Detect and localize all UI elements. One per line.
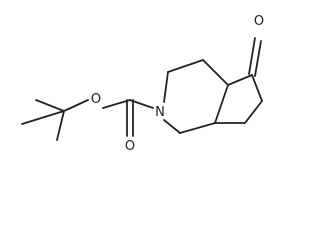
molecule-svg: O N O O (21, 14, 264, 154)
bond-quaternary-c-methyl-left (21, 110, 65, 125)
ketone-double-bond-b (254, 40, 262, 77)
bond-c4-c3 (167, 59, 204, 73)
bond-n-c1 (163, 119, 181, 134)
bond-c3-n (163, 71, 169, 103)
bond-ester-o-quaternary-c (63, 99, 89, 112)
cyclopentanone-ring (214, 74, 263, 124)
bond-c4a-c5 (227, 74, 253, 86)
ketone-double-bond-a (248, 37, 256, 75)
structure-diagram: O N O O (21, 14, 264, 154)
boc-group: O O (21, 92, 154, 154)
piperidine-ring (163, 59, 229, 134)
bond-quaternary-c-methyl-down (56, 110, 65, 141)
bond-carbonyl-c-ester-o (102, 99, 131, 109)
bond-quaternary-c-methyl-up (35, 99, 65, 112)
bond-c4a-c4 (202, 59, 229, 86)
bond-c6-c7 (244, 100, 263, 124)
ketone-oxygen-label: O (254, 14, 264, 29)
ester-oxygen-label: O (91, 92, 101, 107)
bond-c5-c6 (251, 74, 263, 102)
ketone-group: O (248, 14, 264, 77)
bond-c1-c7a (179, 122, 216, 134)
carbonyl-oxygen-label: O (125, 139, 135, 154)
ring-nitrogen-label: N (155, 105, 165, 120)
bond-c4a-c7a (214, 84, 229, 124)
